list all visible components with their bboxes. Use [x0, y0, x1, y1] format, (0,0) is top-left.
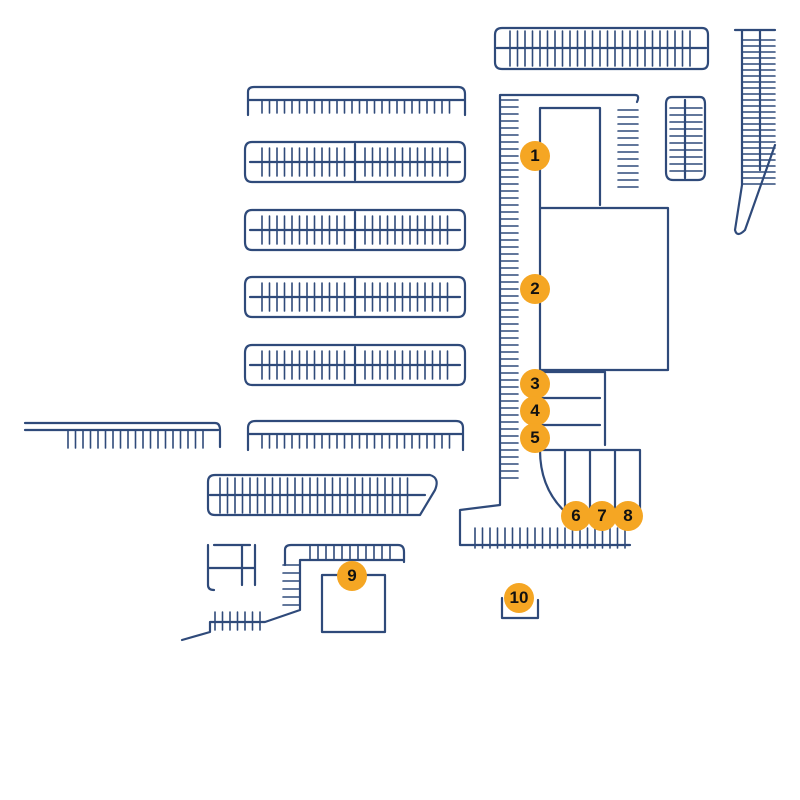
- location-marker-2[interactable]: 2: [520, 274, 550, 304]
- parking-row: [493, 26, 710, 71]
- location-marker-5[interactable]: 5: [520, 423, 550, 453]
- building-outline: [458, 93, 670, 547]
- location-marker-10[interactable]: 10: [504, 583, 534, 613]
- parking-row: [206, 543, 257, 592]
- parking-row: [733, 28, 777, 236]
- parking-row: [243, 140, 467, 184]
- location-marker-6[interactable]: 6: [561, 501, 591, 531]
- location-marker-9[interactable]: 9: [337, 561, 367, 591]
- parking-row: [23, 421, 222, 449]
- location-marker-1[interactable]: 1: [520, 141, 550, 171]
- location-marker-3[interactable]: 3: [520, 369, 550, 399]
- parking-row: [664, 95, 707, 182]
- parking-row: [246, 85, 467, 117]
- location-marker-8[interactable]: 8: [613, 501, 643, 531]
- parking-row: [243, 208, 467, 252]
- building-10: [500, 596, 540, 620]
- parking-row: [246, 419, 465, 452]
- parking-row: [243, 275, 467, 319]
- parking-row: [243, 343, 467, 387]
- location-marker-7[interactable]: 7: [587, 501, 617, 531]
- location-marker-4[interactable]: 4: [520, 396, 550, 426]
